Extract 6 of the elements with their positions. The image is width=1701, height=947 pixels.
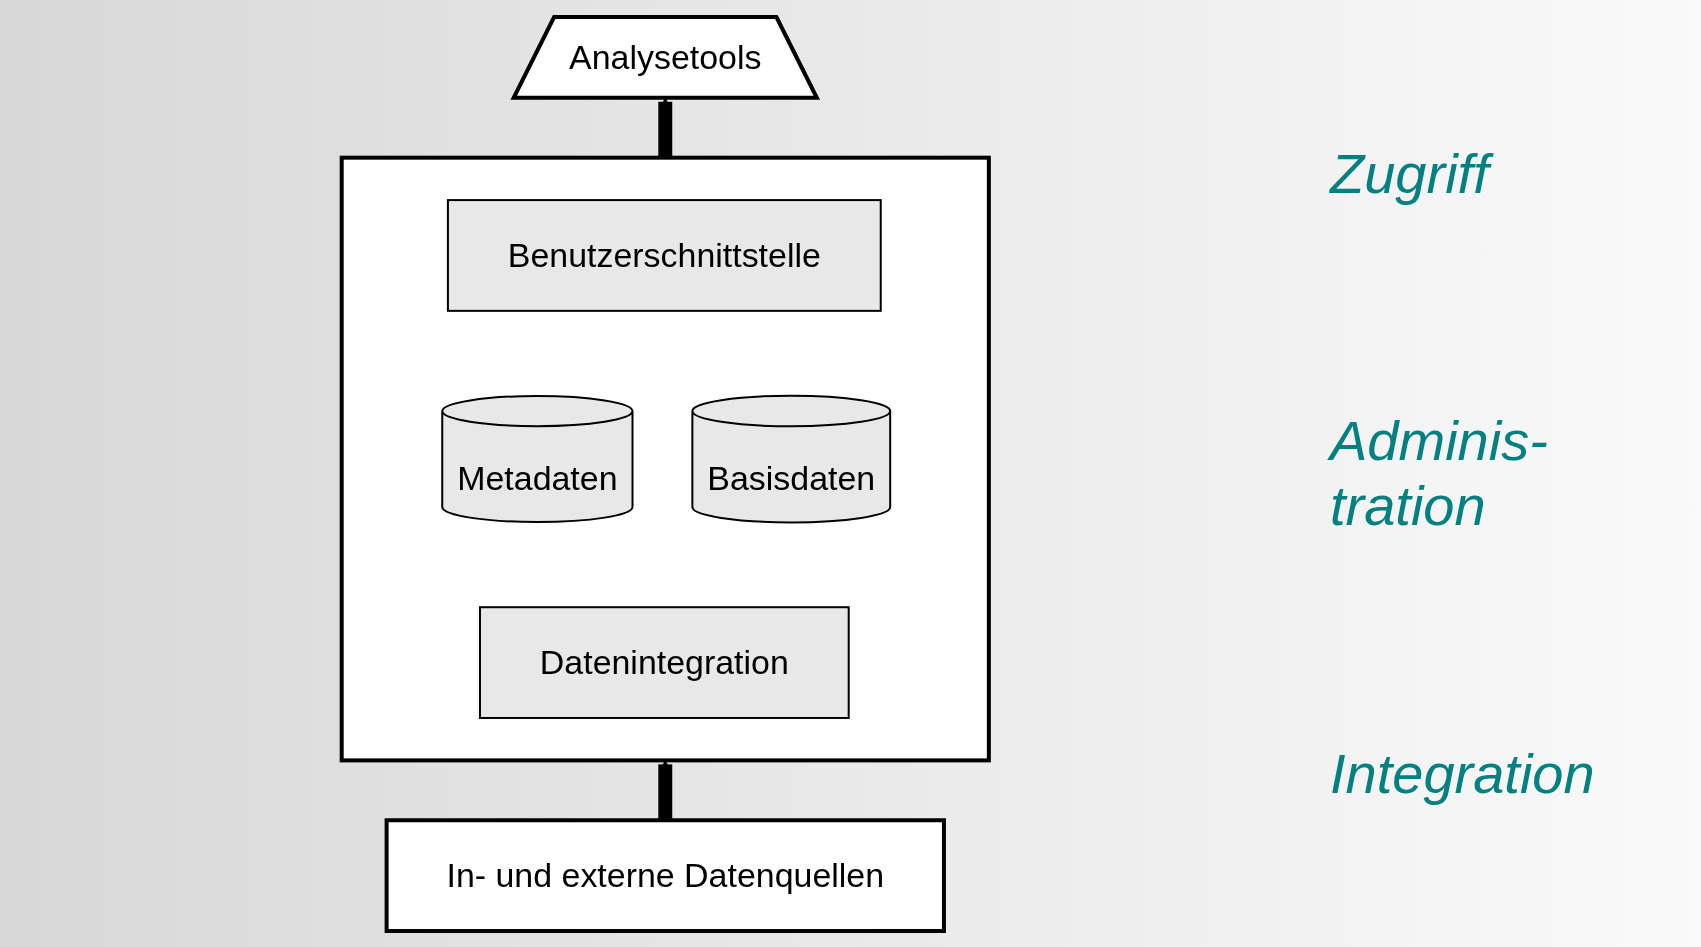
- cluster: [339, 155, 991, 762]
- node-box: Benutzerschnittstelle: [446, 198, 882, 312]
- layer-label: Zugriff: [1330, 141, 1630, 207]
- node-box: In- und externe Datenquellen: [384, 817, 946, 933]
- node-box: Datenintegration: [478, 605, 850, 719]
- layer-label: Integration: [1330, 740, 1596, 806]
